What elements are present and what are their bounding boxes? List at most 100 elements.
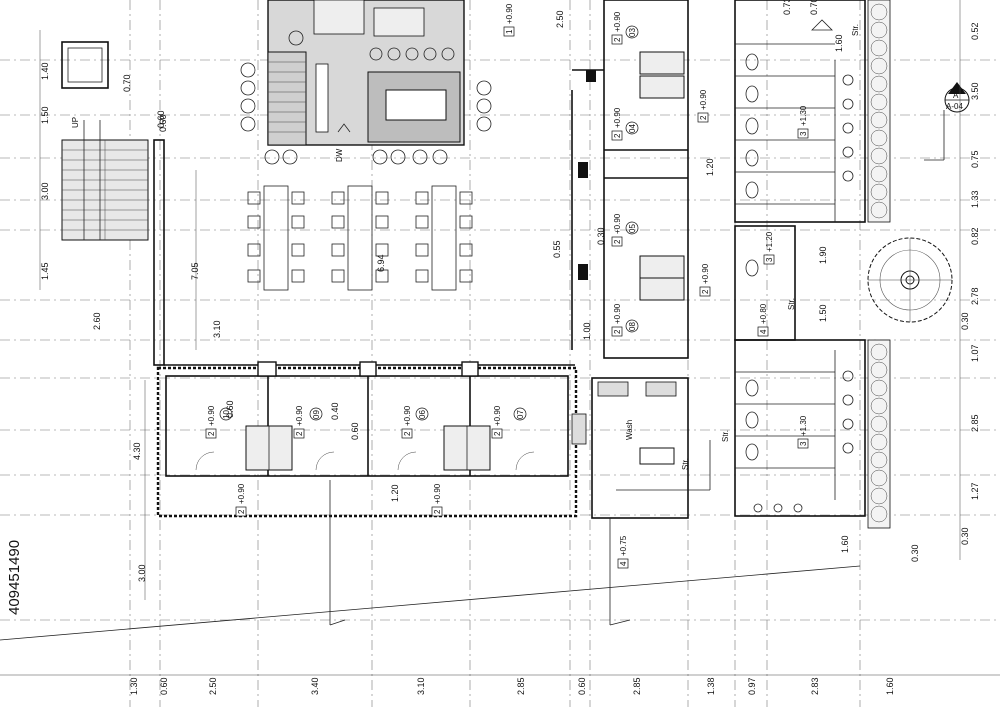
room-tag-level: +0.90 <box>613 303 622 324</box>
dim-label: 1.20 <box>390 484 400 502</box>
dim-label: 2.50 <box>208 677 218 695</box>
dim-label: 0.73 <box>782 0 792 15</box>
dim-label: 0.30 <box>960 527 970 545</box>
dim-label: 0.55 <box>552 240 562 258</box>
wash-label: Wash <box>625 420 634 440</box>
dim-label: 0.60 <box>159 677 169 695</box>
room-tag-number: 2 <box>493 431 502 436</box>
dining-tables <box>247 185 473 291</box>
unit-numbers: 03 04 05 06 07 08 09 10 <box>219 25 639 421</box>
dim-label: 2.85 <box>516 677 526 695</box>
room-tags: 1 +0.90 2 +0.90 2 +0.90 2 +0.90 2 +0.90 … <box>205 3 809 569</box>
unit-number: 09 <box>312 410 321 419</box>
dim-label: 1.50 <box>818 304 828 322</box>
section-letter: A <box>953 91 959 100</box>
dim-label: 0.40 <box>330 402 340 420</box>
dim-label: 0.70 <box>122 74 132 92</box>
dim-label: 2.85 <box>632 677 642 695</box>
room-tag-number: 2 <box>295 431 304 436</box>
toilet-block <box>734 0 866 517</box>
dim-label: 3.00 <box>40 182 50 200</box>
dim-label: 3.10 <box>212 320 222 338</box>
dim-label: 4.30 <box>132 442 142 460</box>
stair-up-label: UP <box>71 117 80 128</box>
room-tag-number: 4 <box>759 329 768 334</box>
storage-label: Str. <box>787 298 796 310</box>
room-tag-level: +0.90 <box>237 483 246 504</box>
dim-label: 0.30 <box>910 544 920 562</box>
dim-label: 0.52 <box>970 22 980 40</box>
stock-id-watermark: 409451490 <box>6 540 23 615</box>
dim-label: 2.85 <box>970 414 980 432</box>
lower-rooms <box>156 361 578 518</box>
dim-label: 1.27 <box>970 482 980 500</box>
planter-stones <box>867 0 891 529</box>
room-tag-level: +0.80 <box>759 303 768 324</box>
unit-number: 05 <box>628 224 637 233</box>
section-marker: A A-04 <box>924 82 970 161</box>
dim-label: 2.78 <box>970 287 980 305</box>
tree-symbol <box>867 237 953 323</box>
dim-label: 1.50 <box>40 106 50 124</box>
dim-label: 3.00 <box>137 564 147 582</box>
misc-labels: Wash Str. Str. Str. Str. <box>625 24 860 470</box>
dim-label: 0.82 <box>970 227 980 245</box>
storage-label: Str. <box>681 458 690 470</box>
room-tag-level: +0.90 <box>403 405 412 426</box>
room-tag-number: 2 <box>701 289 710 294</box>
unit-number: 03 <box>628 28 637 37</box>
room-tag-level: +0.90 <box>295 405 304 426</box>
room-tag-number: 2 <box>699 115 708 120</box>
room-tag-level: +0.90 <box>699 89 708 110</box>
room-tag-level: +1.30 <box>799 105 808 126</box>
dim-label: 1.00 <box>582 322 592 340</box>
room-tag-number: 2 <box>613 329 622 334</box>
room-tag-number: 2 <box>207 431 216 436</box>
dim-label: 0.70 <box>809 0 819 15</box>
room-tag-number: 2 <box>613 37 622 42</box>
section-ref: A-04 <box>946 102 963 111</box>
dim-label: 1.38 <box>706 677 716 695</box>
room-tag-number: 4 <box>619 561 628 566</box>
room-tag-number: 3 <box>765 257 774 262</box>
room-tag-level: +0.90 <box>433 483 442 504</box>
room-tag-number: 2 <box>613 239 622 244</box>
stock-id-text: 409451490 <box>6 540 23 615</box>
dim-label: 0.30 <box>960 312 970 330</box>
storage-label: Str. <box>721 430 730 442</box>
dim-label: 2.50 <box>555 10 565 28</box>
room-tag-level: +0.75 <box>619 535 628 556</box>
room-tag-level: +0.90 <box>505 3 514 24</box>
dim-label: 0.75 <box>970 150 980 168</box>
site-lines <box>0 480 861 641</box>
stair-block: UP <box>61 41 149 241</box>
room-tag-level: +0.90 <box>613 11 622 32</box>
room-tag-level: +1.30 <box>799 415 808 436</box>
unit-number: 07 <box>516 410 525 419</box>
dim-label: 0.60 <box>577 677 587 695</box>
room-tag-level: +0.90 <box>613 213 622 234</box>
bottom-dimension-labels: 1.30 0.60 2.50 3.40 3.10 2.85 0.60 2.85 … <box>129 677 895 695</box>
room-tag-level: +0.90 <box>493 405 502 426</box>
room-tag-number: 2 <box>237 509 246 514</box>
dim-label: 1.60 <box>834 34 844 52</box>
room-tag-number: 2 <box>403 431 412 436</box>
dim-label: 1.60 <box>840 535 850 553</box>
dim-label: 2.60 <box>92 312 102 330</box>
interior-dimension-labels: 0.55 0.30 1.00 1.20 1.90 1.50 0.60 0.40 … <box>156 34 970 562</box>
dim-label: 3.40 <box>310 677 320 695</box>
dim-label: 1.07 <box>970 344 980 362</box>
dim-label: 3.50 <box>970 82 980 100</box>
room-tag-number: 2 <box>433 509 442 514</box>
room-tag-level: +0.90 <box>207 405 216 426</box>
dim-label: 1.60 <box>885 677 895 695</box>
room-tag-number: 3 <box>799 441 808 446</box>
room-tag-level: +1.20 <box>765 231 774 252</box>
room-tag-number: 3 <box>799 131 808 136</box>
dimension-lines <box>0 0 1000 676</box>
storage-label: Str. <box>851 24 860 36</box>
dim-label: 7.05 <box>190 262 200 280</box>
dim-label: 1.20 <box>705 158 715 176</box>
